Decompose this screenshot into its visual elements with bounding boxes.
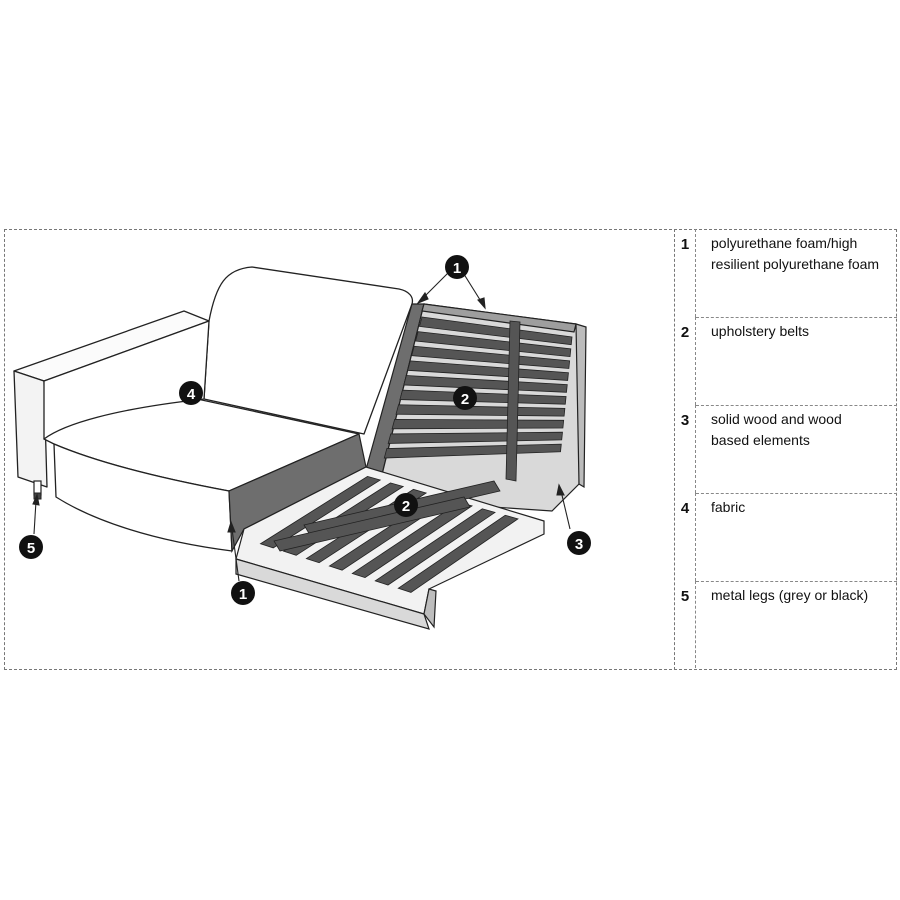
armrest-side [43, 320, 210, 440]
back-belt [387, 431, 563, 444]
callout-belts-seat: 2 [394, 493, 418, 517]
legend-number: 4 [675, 493, 696, 581]
legend-row-4: 4 fabric [675, 493, 898, 581]
back-belt [415, 331, 572, 358]
legend-row-5: 5 metal legs (grey or black) [675, 581, 898, 668]
legend-number: 2 [675, 317, 696, 405]
callout-wood: 3 [567, 531, 591, 555]
legend-number: 5 [675, 581, 696, 668]
svg-text:5: 5 [27, 540, 35, 557]
legend-number: 1 [675, 229, 696, 317]
svg-text:3: 3 [575, 536, 583, 553]
callout-leaders [32, 268, 571, 582]
svg-text:4: 4 [187, 386, 196, 403]
legend-text: metal legs (grey or black) [711, 587, 869, 603]
seat-belt [259, 475, 382, 549]
seat-belt [351, 501, 473, 579]
sofa-cutaway-illustration: 1 2 4 2 3 5 1 [13, 255, 591, 630]
svg-text:1: 1 [239, 586, 247, 603]
armrest-front [13, 370, 48, 488]
svg-text:2: 2 [402, 498, 410, 515]
svg-text:2: 2 [461, 391, 469, 408]
backrest [203, 266, 414, 435]
legend-text: fabric [711, 499, 746, 515]
legend-text: polyurethane foam/high resilient polyure… [711, 235, 880, 272]
legend-number: 3 [675, 405, 696, 493]
callout-fabric: 4 [179, 381, 203, 405]
materials-legend: 1 polyurethane foam/high resilient polyu… [674, 229, 897, 670]
callout-legs: 5 [19, 535, 43, 559]
diagram-frame [4, 229, 897, 670]
back-belts [383, 316, 573, 482]
legend-row-2: 2 upholstery belts [675, 317, 898, 405]
legend-row-1: 1 polyurethane foam/high resilient polyu… [675, 229, 898, 317]
back-vertical-belt [505, 320, 521, 482]
callout-belts-back: 2 [453, 386, 477, 410]
back-belt [418, 316, 573, 346]
seat-belts [259, 475, 519, 593]
legend-text: solid wood and wood based elements [711, 411, 842, 448]
legend-text: upholstery belts [711, 323, 810, 339]
callout-foam-bottom: 1 [231, 581, 255, 605]
sofa-body [13, 266, 414, 552]
back-belt [391, 418, 565, 430]
seat-belt [397, 514, 519, 593]
seat-belt [374, 508, 496, 586]
callout-foam-top: 1 [445, 255, 469, 279]
svg-text:1: 1 [453, 260, 461, 277]
legend-row-3: 3 solid wood and wood based elements [675, 405, 898, 493]
